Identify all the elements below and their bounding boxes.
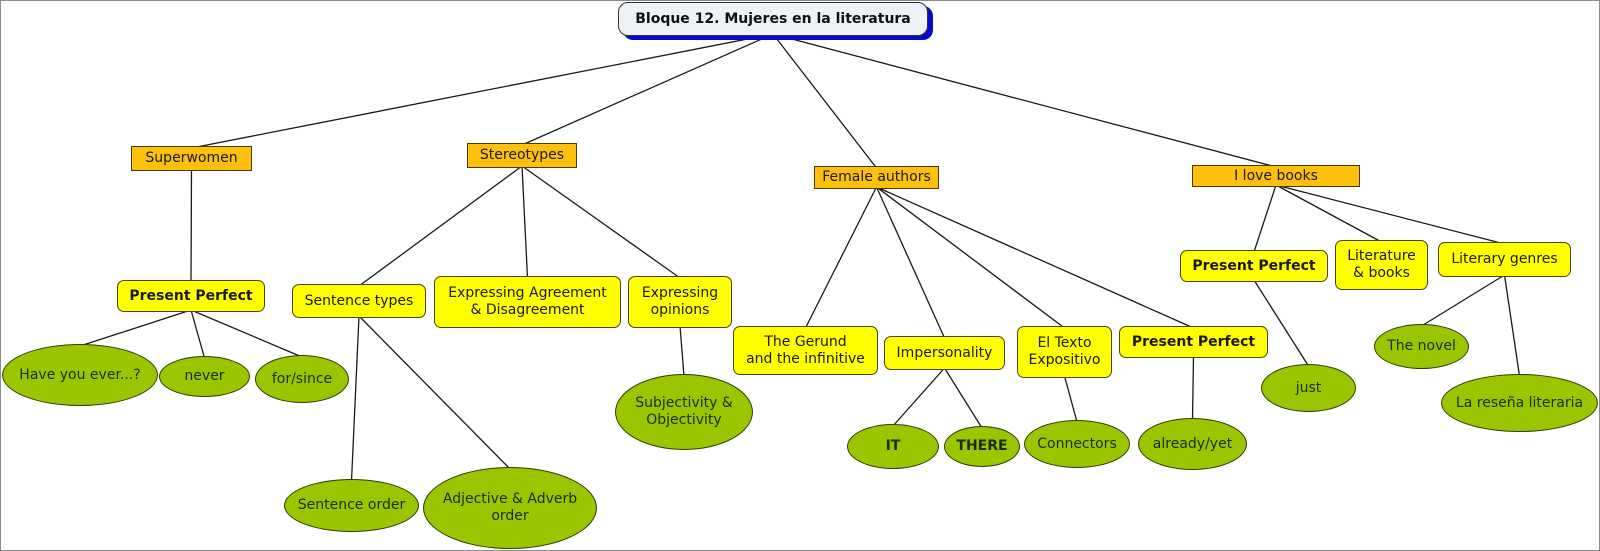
leaf-connectors[interactable]: Connectors <box>1024 420 1130 468</box>
link-genres-resena <box>1503 274 1521 377</box>
category-i-love-books[interactable]: I love books <box>1192 165 1360 187</box>
leaf-never[interactable]: never <box>159 356 250 397</box>
link-stereotypes-agreement <box>521 165 529 279</box>
link-pp1-for_since <box>190 309 303 358</box>
root-concept[interactable]: Bloque 12. Mujeres en la literatura <box>618 2 928 36</box>
category-stereotypes[interactable]: Stereotypes <box>467 143 577 168</box>
topic-literary-genres[interactable]: Literary genres <box>1438 242 1571 277</box>
link-pp1-have_you_ever <box>79 309 192 347</box>
link-i_love_books-pp3 <box>1253 184 1277 253</box>
link-i_love_books-literature <box>1275 184 1382 243</box>
leaf-la-resena-literaria[interactable]: La reseña literaria <box>1441 374 1598 432</box>
link-sentence_types-sentence_order <box>350 315 360 482</box>
leaf-have-you-ever[interactable]: Have you ever...? <box>2 344 158 406</box>
link-pp3-just <box>1253 279 1310 367</box>
leaf-sentence-order[interactable]: Sentence order <box>284 479 419 532</box>
link-root-stereotypes <box>521 33 774 146</box>
topic-present-perfect[interactable]: Present Perfect <box>1180 250 1328 282</box>
topic-expressing-opinions[interactable]: Expressing opinions <box>628 276 732 328</box>
link-stereotypes-sentence_types <box>358 165 523 287</box>
leaf-adjective-adverb-order[interactable]: Adjective & Adverb order <box>423 467 597 549</box>
link-impersonality-it <box>892 367 945 427</box>
topic-present-perfect[interactable]: Present Perfect <box>117 280 265 312</box>
link-root-superwomen <box>191 33 774 149</box>
link-stereotypes-opinions <box>521 165 681 279</box>
topic-gerund-infinitive[interactable]: The Gerund and the infinitive <box>733 326 878 375</box>
topic-impersonality[interactable]: Impersonality <box>884 336 1005 370</box>
leaf-there[interactable]: THERE <box>944 426 1020 467</box>
link-root-i_love_books <box>772 33 1277 168</box>
link-texto-connectors <box>1063 375 1078 423</box>
link-root-female_authors <box>772 33 878 169</box>
link-genres-novel <box>1421 274 1505 327</box>
link-pp2-already_yet <box>1191 355 1195 421</box>
topic-sentence-types[interactable]: Sentence types <box>292 284 426 318</box>
link-female_authors-impersonality <box>875 186 946 339</box>
topic-literature-books[interactable]: Literature & books <box>1335 240 1428 290</box>
link-female_authors-texto <box>876 186 1065 329</box>
topic-expressing-agreement[interactable]: Expressing Agreement & Disagreement <box>434 276 621 328</box>
leaf-it[interactable]: IT <box>847 424 939 469</box>
link-female_authors-pp2 <box>876 186 1194 329</box>
link-superwomen-pp1 <box>190 168 193 283</box>
leaf-for-since[interactable]: for/since <box>255 355 349 403</box>
topic-el-texto-expositivo[interactable]: El Texto Expositivo <box>1017 326 1112 378</box>
leaf-just[interactable]: just <box>1261 364 1356 412</box>
link-i_love_books-genres <box>1275 184 1505 245</box>
leaf-the-novel[interactable]: The novel <box>1374 324 1469 369</box>
link-sentence_types-adj_adv <box>358 315 511 470</box>
leaf-subjectivity-objectivity[interactable]: Subjectivity & Objectivity <box>615 374 753 450</box>
category-female-authors[interactable]: Female authors <box>814 166 939 189</box>
link-female_authors-gerund <box>804 186 878 329</box>
link-opinions-subjectivity <box>679 325 685 377</box>
leaf-already-yet[interactable]: already/yet <box>1138 418 1247 470</box>
topic-present-perfect[interactable]: Present Perfect <box>1119 326 1268 358</box>
category-superwomen[interactable]: Superwomen <box>131 146 252 171</box>
link-impersonality-there <box>943 367 983 429</box>
link-pp1-never <box>190 309 206 359</box>
